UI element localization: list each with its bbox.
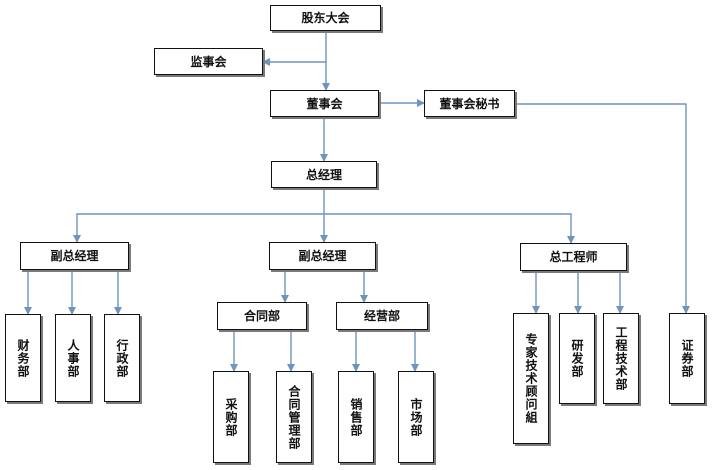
- contract-dept-label: 合同部: [243, 309, 280, 323]
- operations-dept-label: 经营部: [363, 309, 400, 323]
- contract-dept-box: 合同部: [217, 302, 307, 330]
- rd-dept-box: 研发部: [559, 313, 595, 404]
- shareholders-box: 股东大会: [270, 5, 381, 31]
- marketing-dept-box: 市场部: [398, 371, 434, 463]
- operations-dept-box: 经营部: [336, 302, 428, 330]
- vp-left-label: 副总经理: [50, 249, 99, 263]
- vp-middle-label: 副总经理: [298, 249, 347, 263]
- finance-dept-box: 财务部: [5, 314, 41, 402]
- marketing-dept-label: 市场部: [409, 397, 423, 437]
- expert-advisory-group-box: 专家技术顾问組: [513, 313, 549, 444]
- finance-dept-label: 财务部: [16, 338, 30, 378]
- securities-dept-label: 证券部: [680, 339, 694, 378]
- board-box: 董事会: [270, 90, 379, 117]
- rd-dept-label: 研发部: [570, 339, 584, 378]
- procurement-dept-box: 采购部: [213, 371, 249, 463]
- board-secretary-box: 董事会秘书: [424, 90, 515, 117]
- contract-management-dept-box: 合同管理部: [276, 371, 312, 463]
- procurement-dept-label: 采购部: [224, 397, 238, 437]
- chief-engineer-box: 总工程师: [520, 243, 627, 271]
- connector-board-secretary-to-securities: [514, 103, 690, 314]
- board-secretary-label: 董事会秘书: [439, 96, 500, 111]
- hr-dept-label: 人事部: [66, 338, 80, 378]
- board-label: 董事会: [306, 96, 343, 111]
- engineering-tech-dept-label: 工程技术部: [614, 326, 628, 391]
- vp-left-box: 副总经理: [20, 242, 129, 270]
- supervisors-box: 监事会: [154, 48, 263, 75]
- sales-dept-box: 销售部: [338, 371, 374, 463]
- securities-dept-box: 证券部: [669, 313, 705, 404]
- sales-dept-label: 销售部: [349, 397, 363, 437]
- general-manager-label: 总经理: [305, 167, 342, 182]
- contract-management-dept-label: 合同管理部: [287, 384, 301, 450]
- expert-advisory-group-label: 专家技术顾问組: [524, 333, 538, 424]
- admin-dept-label: 行政部: [115, 338, 129, 378]
- vp-middle-box: 副总经理: [269, 242, 376, 270]
- shareholders-label: 股东大会: [301, 11, 350, 25]
- admin-dept-box: 行政部: [104, 314, 140, 402]
- chief-engineer-label: 总工程师: [549, 250, 598, 264]
- general-manager-box: 总经理: [271, 161, 377, 188]
- supervisors-label: 监事会: [190, 54, 227, 69]
- hr-dept-box: 人事部: [55, 314, 91, 402]
- engineering-tech-dept-box: 工程技术部: [603, 313, 639, 404]
